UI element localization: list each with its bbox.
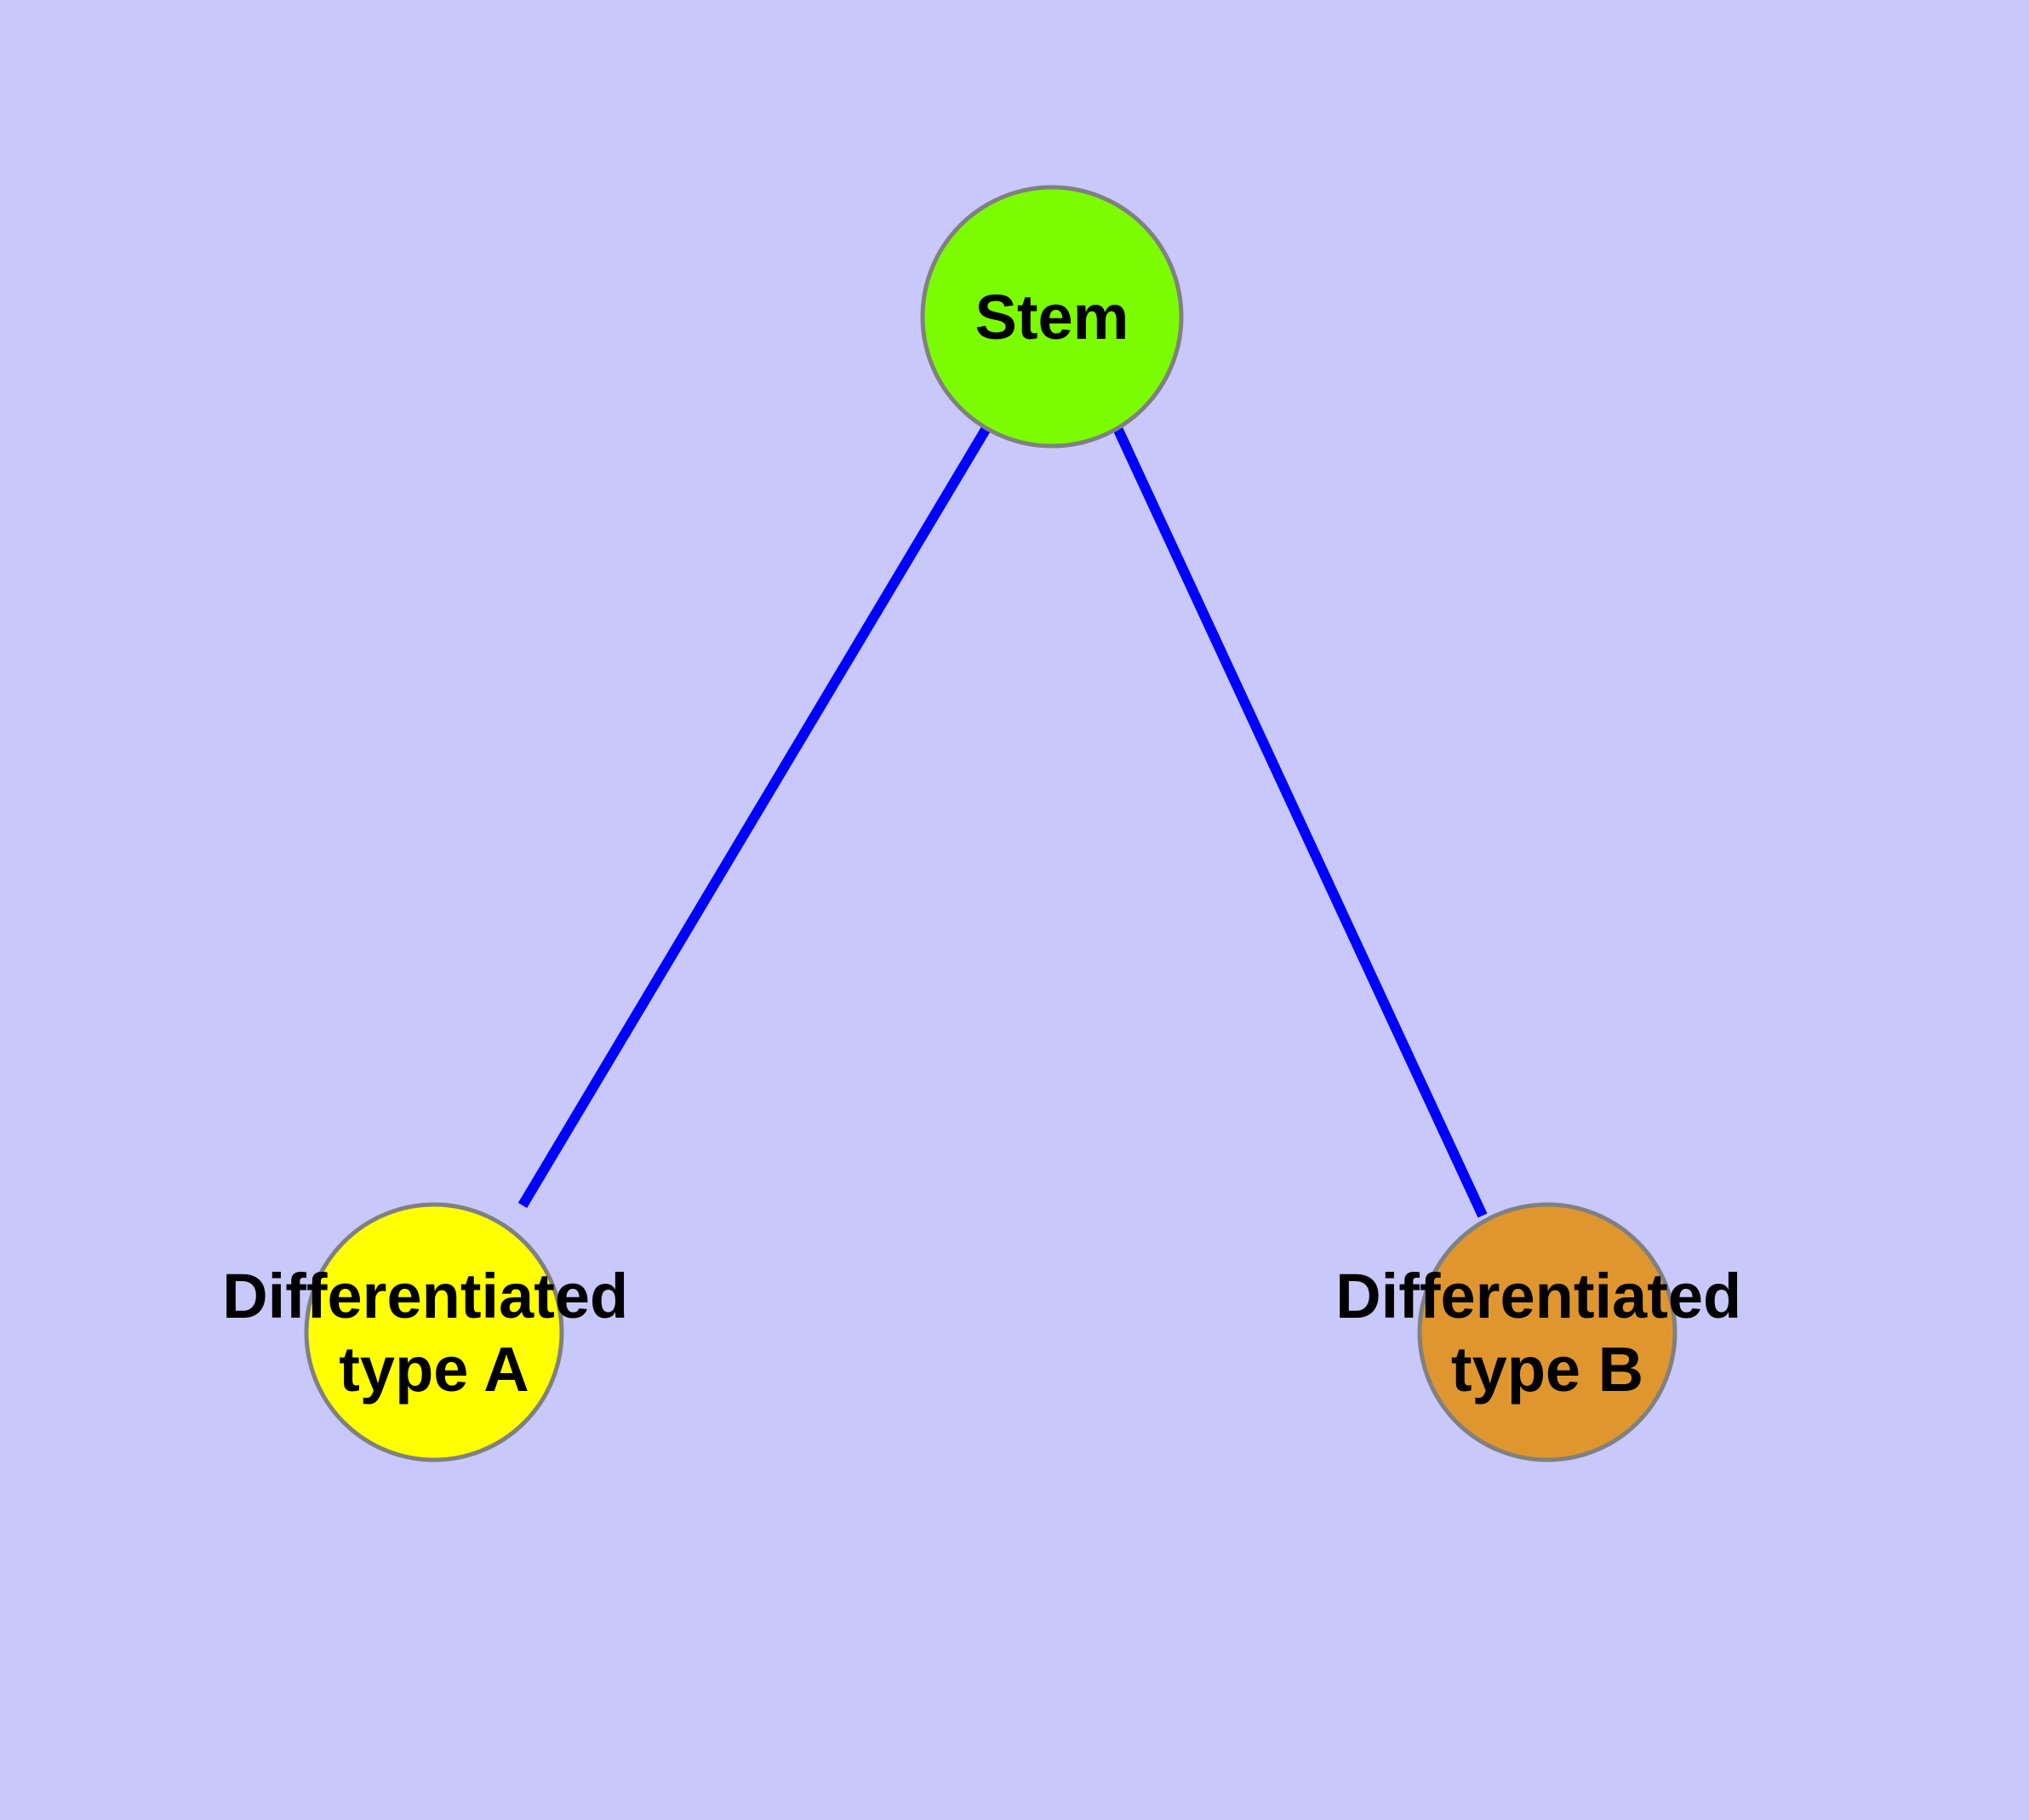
node-label-differentiated-type-b: Differentiated type B bbox=[1335, 1261, 1759, 1405]
node-label-line: Differentiated bbox=[1335, 1261, 1741, 1331]
edge-layer bbox=[517, 425, 1488, 1218]
edge-stem-to-differentiated-type-a[interactable] bbox=[517, 425, 992, 1209]
node-label-line: Stem bbox=[975, 282, 1129, 352]
node-circle-stem[interactable] bbox=[920, 185, 1184, 449]
node-label-stem: Stem bbox=[975, 282, 1129, 352]
node-circle-differentiated-type-a[interactable] bbox=[304, 1202, 564, 1462]
node-differentiated-type-b[interactable] bbox=[1417, 1202, 1677, 1462]
node-differentiated-type-a[interactable] bbox=[304, 1202, 564, 1462]
node-label-line: type B bbox=[1451, 1334, 1643, 1405]
node-label-line: Differentiated bbox=[222, 1261, 628, 1331]
node-layer bbox=[304, 185, 1677, 1462]
node-stem[interactable] bbox=[920, 185, 1184, 449]
node-label-differentiated-type-a: Differentiated type A bbox=[222, 1261, 646, 1405]
edge-stem-to-differentiated-type-b[interactable] bbox=[1112, 426, 1488, 1218]
label-layer: Differentiated type A Differentiated typ… bbox=[222, 282, 1759, 1405]
node-label-line: type A bbox=[339, 1334, 529, 1405]
node-circle-differentiated-type-b[interactable] bbox=[1417, 1202, 1677, 1462]
